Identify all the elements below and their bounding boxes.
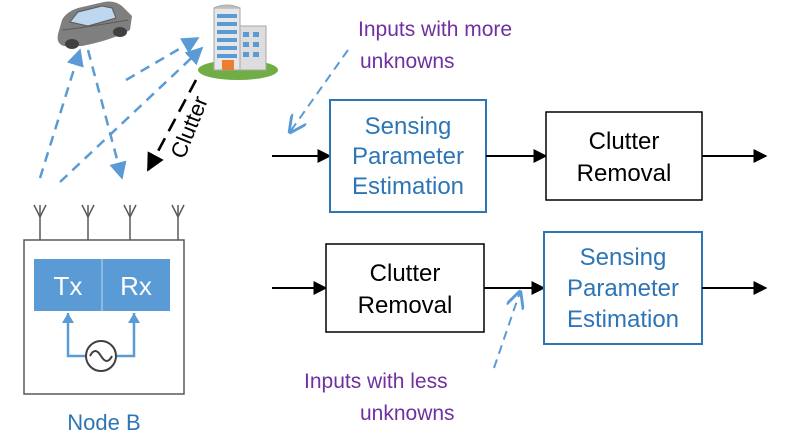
car-icon (57, 1, 132, 49)
bottom-note-line2: unknowns (360, 402, 455, 425)
node-b: Tx Rx (23, 204, 185, 395)
bottom-sensing-block (543, 231, 703, 345)
bottom-sensing-line3: Estimation (567, 306, 679, 333)
bottom-note-line1: Inputs with less (304, 370, 448, 393)
clutter-arrow (146, 79, 198, 172)
top-clutter-line1: Clutter (589, 128, 660, 155)
clutter-label: Clutter (165, 92, 212, 161)
propagation-paths (38, 36, 204, 183)
top-clutter-line2: Removal (577, 160, 672, 187)
pipeline-top: Sensing Parameter Estimation Clutter Rem… (272, 99, 768, 213)
node-b-label: Node B (67, 410, 140, 435)
bottom-clutter-line2: Removal (358, 292, 453, 319)
path-car-to-building (125, 36, 200, 82)
oscillator-icon (85, 340, 117, 372)
antenna-icon (33, 204, 185, 240)
top-sensing-line1: Sensing (365, 113, 452, 140)
top-sensing-line2: Parameter (352, 143, 464, 170)
tx-label: Tx (54, 271, 83, 301)
top-note-pointer (290, 49, 349, 132)
top-sensing-line3: Estimation (352, 173, 464, 200)
top-clutter-block (545, 111, 703, 201)
bottom-note-pointer (493, 292, 520, 369)
path-from-car (86, 49, 127, 180)
rx-block (102, 259, 170, 311)
bottom-clutter-block (325, 243, 485, 333)
bottom-clutter-line1: Clutter (370, 260, 441, 287)
pipeline-bottom: Clutter Removal Sensing Parameter Estima… (272, 231, 768, 345)
path-to-car (38, 48, 84, 179)
bottom-sensing-line1: Sensing (580, 244, 667, 271)
rx-label: Rx (120, 271, 152, 301)
tx-block (34, 259, 102, 311)
path-to-building (59, 46, 204, 183)
bottom-sensing-line2: Parameter (567, 275, 679, 302)
top-note-line1: Inputs with more (358, 18, 512, 41)
top-sensing-block (329, 99, 487, 213)
building-icon (198, 4, 278, 80)
top-note-line2: unknowns (360, 50, 455, 73)
